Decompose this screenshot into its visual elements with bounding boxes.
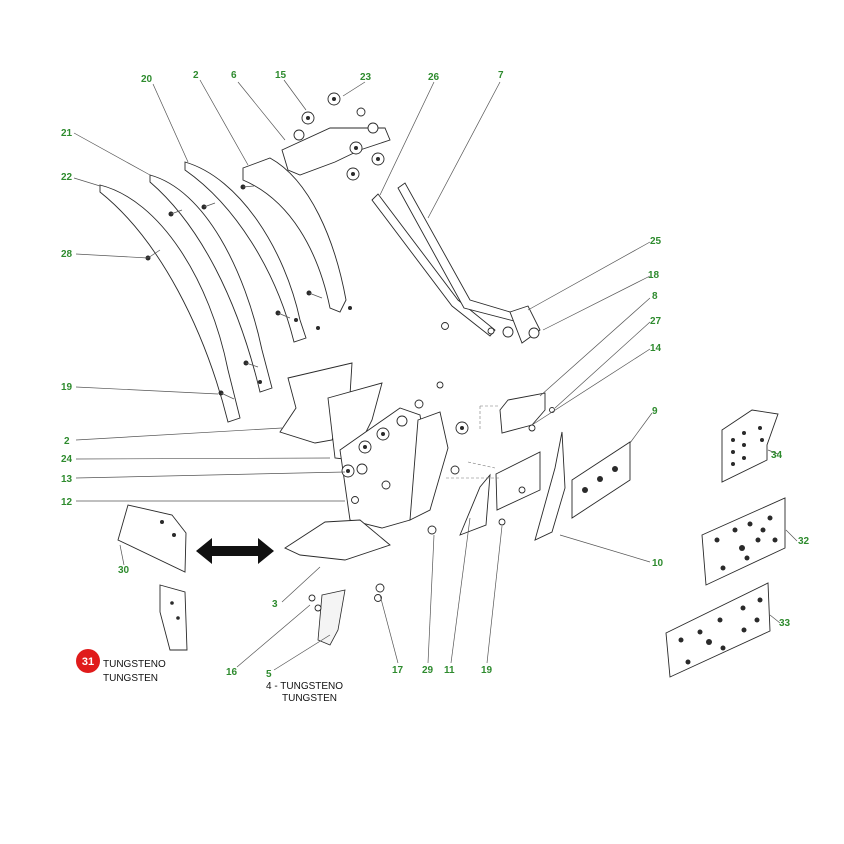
callout-25: 25	[650, 236, 662, 247]
double-arrow-icon	[196, 538, 274, 564]
highlight-badge-31[interactable]: 31	[76, 649, 100, 673]
material-notes: TUNGSTENO TUNGSTEN 4 - TUNGSTENO TUNGSTE…	[103, 659, 343, 704]
curved-blade-20	[184, 161, 307, 343]
wing-11	[459, 473, 491, 536]
callout-29: 29	[422, 665, 434, 676]
callout-12: 12	[61, 497, 73, 508]
right-assembly	[446, 392, 631, 541]
blade-bolts	[145, 184, 352, 400]
curved-blade-22	[99, 184, 241, 423]
callout-13: 13	[61, 474, 73, 485]
share-30	[117, 504, 187, 573]
plate-32	[701, 497, 786, 586]
plate-34	[721, 409, 779, 483]
callout-11: 11	[444, 665, 455, 676]
callout-26: 26	[428, 72, 440, 83]
callout-23: 23	[360, 72, 372, 83]
callout-32: 32	[798, 536, 810, 547]
item31-label-line1: TUNGSTENO	[103, 659, 166, 670]
callout-21: 21	[61, 128, 73, 139]
callout-20: 20	[141, 74, 153, 85]
item31-label-line2: TUNGSTEN	[103, 673, 158, 684]
callout-16: 16	[226, 667, 238, 678]
callout-28: 28	[61, 249, 73, 260]
item4-label-line2: TUNGSTEN	[282, 693, 337, 704]
curved-blade-21	[149, 174, 273, 393]
callout-labels: 2 2 3 5 6 7 8 9 10 11 12 13 14 15 16 17 …	[61, 70, 810, 680]
callout-7: 7	[498, 70, 504, 81]
center-assembly	[279, 362, 469, 646]
callout-15: 15	[275, 70, 287, 81]
callout-17: 17	[392, 665, 404, 676]
shin-4	[317, 589, 346, 646]
skid-10	[534, 431, 566, 541]
curved-blade-group	[99, 157, 352, 423]
callout-33: 33	[779, 618, 791, 629]
rod-26	[371, 193, 496, 337]
highlight-badge-circle	[76, 649, 100, 673]
top-bracket-assembly	[281, 92, 391, 181]
callout-19b: 19	[481, 665, 493, 676]
callout-34: 34	[771, 450, 783, 461]
callout-8: 8	[652, 291, 658, 302]
plate-33	[665, 582, 771, 678]
callout-27: 27	[650, 316, 662, 327]
callout-19a: 19	[61, 382, 73, 393]
item4-label-line1: 4 - TUNGSTENO	[266, 681, 343, 692]
highlight-badge-number: 31	[82, 656, 94, 668]
callout-18: 18	[648, 270, 660, 281]
curved-blade-1	[242, 157, 347, 313]
callout-2: 2	[64, 436, 70, 447]
far-right-plates	[665, 409, 786, 678]
callout-22: 22	[61, 172, 73, 183]
callout-1: 2	[193, 70, 199, 81]
callout-6: 6	[231, 70, 237, 81]
callout-24: 24	[61, 454, 73, 465]
bracket-8	[499, 392, 546, 434]
blade-3	[284, 519, 391, 561]
spare-share-group	[117, 504, 188, 651]
leader-lines	[73, 79, 798, 671]
tip-31	[159, 584, 188, 651]
callout-30: 30	[118, 565, 130, 576]
callout-9: 9	[652, 406, 658, 417]
callout-14: 14	[650, 343, 662, 354]
upright-29	[409, 411, 449, 521]
callout-10: 10	[652, 558, 664, 569]
rod-assembly	[371, 182, 541, 344]
plate-14	[495, 451, 541, 511]
callout-3: 3	[272, 599, 278, 610]
callout-5: 5	[266, 669, 272, 680]
